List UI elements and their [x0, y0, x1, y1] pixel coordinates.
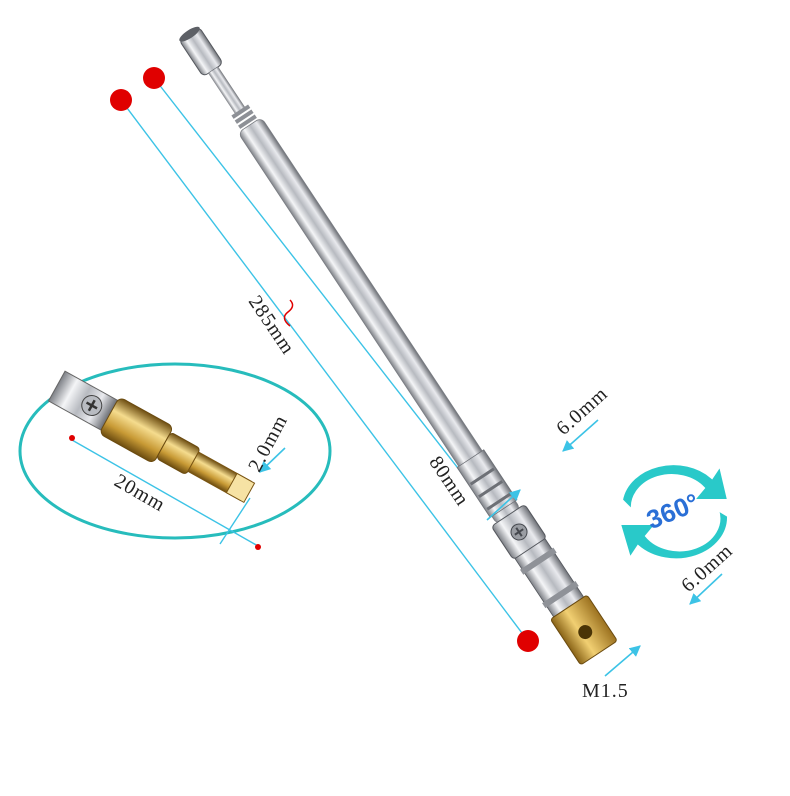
- rotation-arrow-icon: [620, 463, 730, 513]
- pin-length-dimension-line: [71, 439, 259, 547]
- pin-marker-dot-right: [255, 544, 261, 550]
- detail-inset: [18, 362, 332, 550]
- squiggle-mark: [283, 299, 294, 327]
- pin-thickness-leader: [219, 497, 251, 545]
- length-dimension-line-outer: [120, 99, 529, 642]
- pin-thickness-arrow: [259, 447, 286, 473]
- rotation-badge: [618, 463, 730, 561]
- dimension-lines: [110, 67, 581, 652]
- diameter-top-arrow: [562, 419, 599, 452]
- marker-dot-top-right: [143, 67, 165, 89]
- marker-dot-bottom-left: [517, 630, 539, 652]
- diameter-80-arrow: [486, 489, 521, 521]
- inset-pin-illustration: [47, 370, 256, 504]
- diameter-bottom-arrow: [689, 573, 723, 605]
- pin-marker-dot-left: [69, 435, 75, 441]
- screw-thread-label: M1.5: [582, 680, 629, 702]
- thread-arrow: [604, 645, 641, 677]
- telescopic-antenna: [179, 26, 617, 665]
- rotation-arrow-icon-lower: [618, 507, 730, 561]
- marker-dot-top-left: [110, 89, 132, 111]
